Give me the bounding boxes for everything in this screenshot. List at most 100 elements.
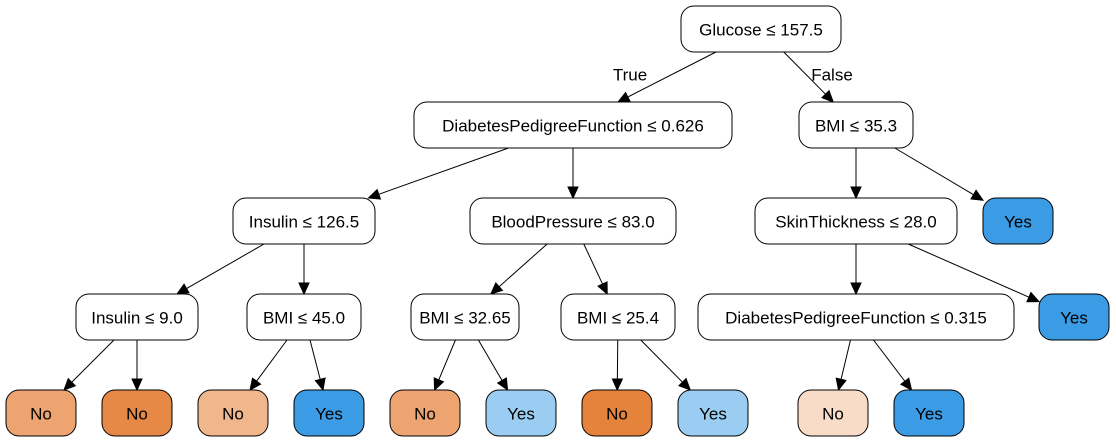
tree-edge <box>835 339 851 392</box>
split-node: Insulin ≤ 126.5 <box>232 197 376 245</box>
edge-label: True <box>613 66 647 85</box>
arrowhead-icon <box>850 282 862 296</box>
split-node: Glucose ≤ 157.5 <box>680 5 842 53</box>
arrowhead-icon <box>1026 291 1041 303</box>
leaf-node: No <box>389 389 461 437</box>
arrowhead-icon <box>821 89 835 103</box>
split-node: DiabetesPedigreeFunction ≤ 0.626 <box>413 101 733 149</box>
edge-line <box>498 243 548 288</box>
edge-line <box>783 51 826 95</box>
node-label: No <box>414 405 436 424</box>
node-label: No <box>822 405 844 424</box>
edge-line <box>256 339 288 382</box>
leaf-node: Yes <box>982 197 1054 245</box>
leaf-node: No <box>101 389 173 437</box>
node-box <box>232 197 376 245</box>
node-box <box>677 389 749 437</box>
arrowhead-icon <box>489 282 504 295</box>
edge-line <box>186 243 265 289</box>
edge-line <box>627 51 717 98</box>
tree-edge <box>249 339 288 391</box>
arrowhead-icon <box>850 186 862 200</box>
arrowhead-icon <box>678 377 692 391</box>
tree-edge <box>477 339 509 392</box>
node-box <box>697 293 1015 341</box>
leaf-node: No <box>797 389 869 437</box>
edge-line <box>71 339 115 383</box>
node-box <box>293 389 365 437</box>
arrowhead-icon <box>131 378 143 392</box>
node-label: DiabetesPedigreeFunction ≤ 0.315 <box>725 309 987 328</box>
edge-line <box>583 243 604 285</box>
node-label: Yes <box>315 405 343 424</box>
arrowhead-icon <box>314 377 326 392</box>
split-node: SkinThickness ≤ 28.0 <box>754 197 958 245</box>
node-box <box>754 197 958 245</box>
split-node: BloodPressure ≤ 83.0 <box>469 197 677 245</box>
node-label: SkinThickness ≤ 28.0 <box>775 213 936 232</box>
node-box <box>1038 293 1110 341</box>
node-box <box>389 389 461 437</box>
node-label: No <box>126 405 148 424</box>
leaf-node: Yes <box>293 389 365 437</box>
node-box <box>413 101 733 149</box>
tree-edge <box>63 339 115 391</box>
tree-edge <box>309 339 326 392</box>
leaf-node: Yes <box>1038 293 1110 341</box>
split-node: DiabetesPedigreeFunction ≤ 0.315 <box>697 293 1015 341</box>
tree-edge <box>611 339 624 392</box>
edge-line <box>438 339 456 381</box>
node-box <box>101 389 173 437</box>
node-box <box>469 197 677 245</box>
node-label: Yes <box>915 405 943 424</box>
tree-edge <box>640 339 692 391</box>
node-label: BloodPressure ≤ 83.0 <box>491 213 654 232</box>
tree-edge <box>567 148 579 200</box>
node-label: No <box>606 405 628 424</box>
tree-edge: False <box>783 51 853 103</box>
split-node: BMI ≤ 35.3 <box>798 101 914 149</box>
arrowhead-icon <box>597 281 608 296</box>
node-label: BMI ≤ 35.3 <box>815 117 897 136</box>
node-box <box>75 293 199 341</box>
tree-edge <box>850 244 862 296</box>
node-box <box>581 389 653 437</box>
node-box <box>982 197 1054 245</box>
node-label: BMI ≤ 32.65 <box>419 309 511 328</box>
arrowhead-icon <box>616 91 631 103</box>
edge-line <box>640 339 683 383</box>
tree-edge <box>298 244 310 296</box>
node-label: No <box>30 405 52 424</box>
tree-edge <box>850 148 862 200</box>
node-box <box>893 389 965 437</box>
arrowhead-icon <box>249 377 262 391</box>
arrowhead-icon <box>63 377 77 391</box>
leaf-node: Yes <box>485 389 557 437</box>
edges-layer: True False <box>63 51 1041 392</box>
leaf-node: No <box>197 389 269 437</box>
edge-line <box>894 147 974 196</box>
arrowhead-icon <box>298 282 310 296</box>
leaf-node: No <box>581 389 653 437</box>
split-node: BMI ≤ 45.0 <box>246 293 362 341</box>
node-box <box>5 389 77 437</box>
nodes-layer: Glucose ≤ 157.5DiabetesPedigreeFunction … <box>5 5 1110 437</box>
leaf-node: No <box>5 389 77 437</box>
arrowhead-icon <box>367 188 382 200</box>
arrowhead-icon <box>433 377 445 392</box>
node-label: Yes <box>699 405 727 424</box>
arrowhead-icon <box>835 377 847 392</box>
tree-edge <box>175 243 265 295</box>
tree-edge <box>908 243 1041 303</box>
edge-line <box>873 339 906 382</box>
node-label: BMI ≤ 25.4 <box>577 309 659 328</box>
node-box <box>680 5 842 53</box>
split-node: Insulin ≤ 9.0 <box>75 293 199 341</box>
node-box <box>797 389 869 437</box>
tree-edge <box>873 339 913 391</box>
leaf-node: Yes <box>893 389 965 437</box>
node-label: BMI ≤ 45.0 <box>263 309 345 328</box>
arrowhead-icon <box>567 186 579 200</box>
tree-edge <box>894 147 985 201</box>
